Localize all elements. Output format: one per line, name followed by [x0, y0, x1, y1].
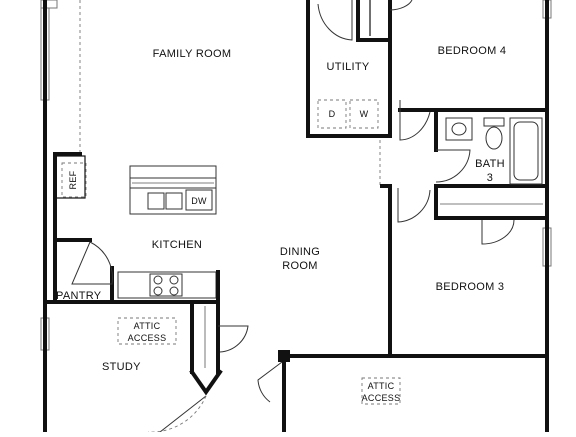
toilet-tank — [483, 117, 505, 127]
burner-3 — [153, 286, 163, 296]
bath-label-line1: BATH — [475, 158, 505, 170]
study-door-swing — [147, 395, 207, 433]
study-closet-door — [218, 325, 249, 353]
burner-2 — [169, 275, 179, 285]
family-room-label: FAMILY ROOM — [153, 48, 232, 60]
study-entry-door — [159, 395, 207, 433]
kitchen-sink-right — [165, 192, 183, 210]
closet-b3-door — [481, 219, 515, 245]
refrigerator-outline — [61, 162, 87, 198]
study-attic-line2: ACCESS — [128, 333, 167, 343]
bedroom4-door — [399, 100, 431, 141]
pantry-door — [71, 241, 113, 285]
bedroom3-door — [397, 188, 431, 223]
bathtub-inner — [513, 121, 539, 181]
kitchen-label: KITCHEN — [152, 239, 202, 251]
dining-label-line1: DINING — [280, 246, 320, 258]
bath-door — [435, 149, 471, 183]
garage-attic-line2: ACCESS — [362, 393, 401, 403]
garage-attic-access — [361, 377, 401, 405]
dishwasher — [185, 189, 213, 211]
bedroom3-label: BEDROOM 3 — [436, 281, 505, 293]
utility-door — [317, 0, 353, 41]
garage-attic-line1: ATTIC — [368, 381, 395, 391]
pantry-label: PANTRY — [56, 290, 102, 302]
washer-outline — [349, 99, 379, 129]
garage-door — [257, 361, 283, 403]
bath-label-line2: 3 — [487, 172, 493, 184]
bedroom4-label: BEDROOM 4 — [438, 45, 507, 57]
toilet-bowl — [485, 126, 503, 150]
utility-closet-door — [389, 0, 413, 11]
study-label: STUDY — [102, 361, 141, 373]
utility-label: UTILITY — [326, 61, 369, 73]
garage-corner-post — [278, 350, 290, 362]
window-top-left — [40, 0, 58, 9]
study-attic-line1: ATTIC — [134, 321, 161, 331]
bath-sink — [451, 122, 467, 136]
refrigerator-label: REF — [68, 170, 78, 189]
burner-4 — [169, 286, 179, 296]
dishwasher-label: DW — [191, 196, 207, 206]
dryer-label: D — [329, 109, 336, 119]
burner-1 — [153, 275, 163, 285]
study-closet-corner — [189, 369, 223, 396]
dining-label-line2: ROOM — [282, 260, 317, 272]
dryer-outline — [317, 99, 347, 129]
washer-label: W — [360, 109, 369, 119]
kitchen-sink-left — [147, 192, 165, 210]
